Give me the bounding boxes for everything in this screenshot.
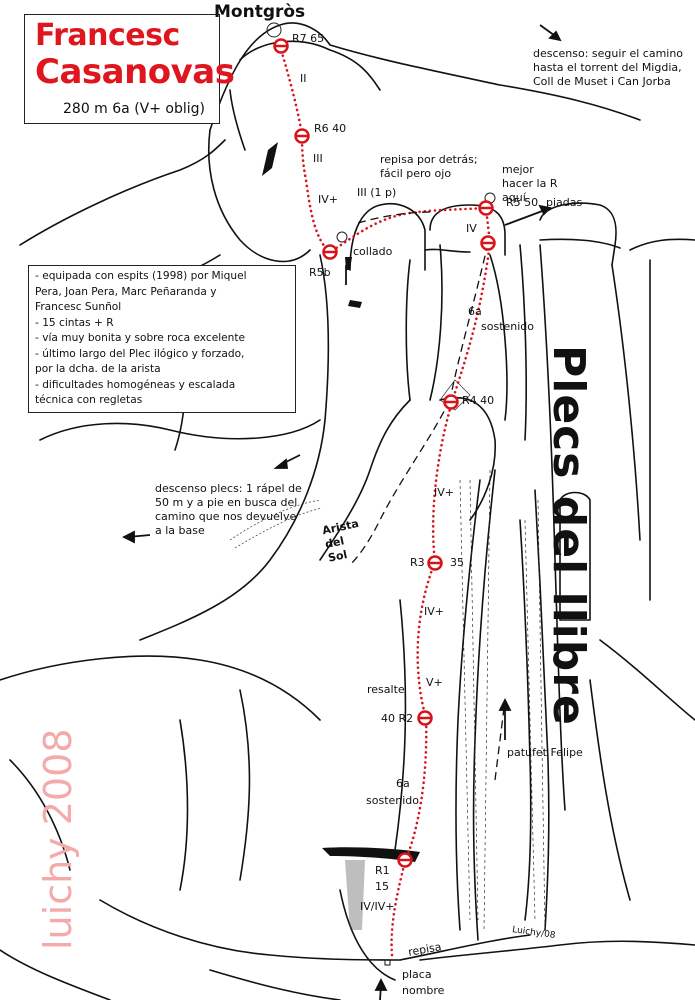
- feature-piadas: piadas: [546, 196, 583, 209]
- tower-mid: [429, 204, 506, 256]
- grade-traverse: III (1 p): [357, 186, 397, 199]
- pillar-1: [429, 244, 443, 401]
- belay-length-r1: 15: [375, 880, 389, 893]
- dark-ledge: [322, 847, 420, 862]
- wall-name: Plecs del llibre: [543, 345, 594, 726]
- belay-label-r2: 40 R2: [381, 712, 414, 725]
- route-line-start: [390, 860, 407, 957]
- grade-p5b: IV+: [318, 193, 338, 206]
- peak-name: Montgròs: [214, 2, 306, 22]
- grade-p1: 6a: [396, 777, 410, 790]
- belay-r3: [427, 555, 443, 571]
- grade-p3: IV+: [434, 486, 454, 499]
- route-line-p1: [403, 716, 428, 864]
- belay-length-r3: 35: [450, 556, 464, 569]
- belay-r2: [417, 710, 433, 726]
- belay-r5b: [322, 244, 338, 260]
- belay-r4: [443, 394, 459, 410]
- belay-markers: [273, 38, 496, 868]
- route-subtitle: 280 m 6a (V+ oblig): [63, 101, 205, 117]
- descent-note-plecs: descenso plecs: 1 rápel de 50 m y a pie …: [155, 482, 302, 537]
- belay-label-r4: R4 40: [462, 394, 495, 407]
- feature-nombre: nombre: [402, 984, 445, 997]
- route-line-p6: [300, 133, 332, 254]
- author-signature: luichy 2008: [36, 728, 80, 950]
- belay-label-r7: R7 65: [292, 32, 325, 45]
- belay-r1: [397, 852, 413, 868]
- pillar-3: [519, 244, 527, 441]
- belay-r6: [294, 128, 310, 144]
- belay-label-r5b: R5b: [309, 266, 331, 279]
- info-line: - vía muy bonita y sobre roca excelente: [35, 332, 246, 344]
- info-box: - equipada con espits (1998) por Miquel …: [28, 265, 296, 413]
- belay-r7: [273, 38, 289, 54]
- info-line: por la dcha. de la arista: [35, 363, 161, 375]
- grade-p7: II: [300, 72, 307, 85]
- summit-outline: [209, 22, 641, 131]
- descent-note-top: descenso: seguir el camino hasta el torr…: [533, 47, 684, 88]
- better-anchor-note: mejor hacer la R aquí: [502, 163, 558, 204]
- piadas-arrow: [504, 209, 546, 226]
- info-line: - dificultades homogéneas y escalada: [35, 378, 236, 391]
- feature-resalte: resalte: [367, 683, 405, 696]
- belay-label-r3: R3: [410, 556, 425, 569]
- belay-label-r6: R6 40: [314, 122, 347, 135]
- info-line: Pera, Joan Pera, Marc Peñaranda y: [35, 285, 217, 298]
- pillar-2: [489, 254, 508, 421]
- info-line: - último largo del Plec ilógico y forzad…: [35, 347, 245, 360]
- route-line-p2: [416, 560, 437, 720]
- left-shoulder: [19, 139, 226, 246]
- route-title-line1: Francesc: [35, 18, 180, 53]
- route-line-traverse: [328, 206, 488, 254]
- summit-inner: [239, 40, 381, 91]
- dark-patch-top: [262, 142, 278, 176]
- bush-top: [266, 22, 282, 38]
- grade-p4-note: sostenido: [481, 320, 535, 333]
- arista-label: Arista del Sol: [321, 516, 360, 565]
- grade-start: IV/IV+: [360, 900, 395, 913]
- route-line-p3: [431, 400, 454, 564]
- info-line: técnica con regletas: [35, 394, 143, 406]
- patufet-label: patufet Felipe: [507, 746, 583, 759]
- info-line: Francesc Sunñol: [35, 301, 122, 313]
- feature-placa: placa: [402, 968, 432, 981]
- alt-line: [449, 242, 489, 401]
- route-line-p7: [278, 44, 304, 137]
- info-line: - 15 cintas + R: [35, 316, 114, 329]
- route-line-p4: [450, 241, 492, 404]
- grade-p6: III: [313, 152, 323, 165]
- grade-p3b: IV+: [424, 605, 444, 618]
- grade-p4: 6a: [468, 305, 482, 318]
- title-box: Francesc Casanovas 280 m 6a (V+ oblig): [24, 14, 235, 124]
- ledge-note: repisa por detrás; fácil pero ojo: [380, 153, 478, 180]
- grade-p2: V+: [426, 676, 443, 689]
- belay-r5: [478, 200, 494, 216]
- tower-right: [539, 202, 617, 266]
- belay-label-r5: R5 50: [506, 196, 539, 209]
- belay-r5-alt: [480, 235, 496, 251]
- route-title-line2: Casanovas: [35, 52, 235, 92]
- base-line: [339, 889, 396, 981]
- belay-label-r1: R1: [375, 864, 390, 877]
- feature-collado: collado: [353, 245, 393, 258]
- pillar-4: [539, 244, 566, 811]
- tower-left: [349, 203, 426, 271]
- grade-p5: IV: [466, 222, 477, 235]
- grade-p1-note: sostenido: [366, 794, 420, 807]
- start-marker: [384, 959, 391, 966]
- info-line: - equipada con espits (1998) por Miquel: [35, 270, 247, 282]
